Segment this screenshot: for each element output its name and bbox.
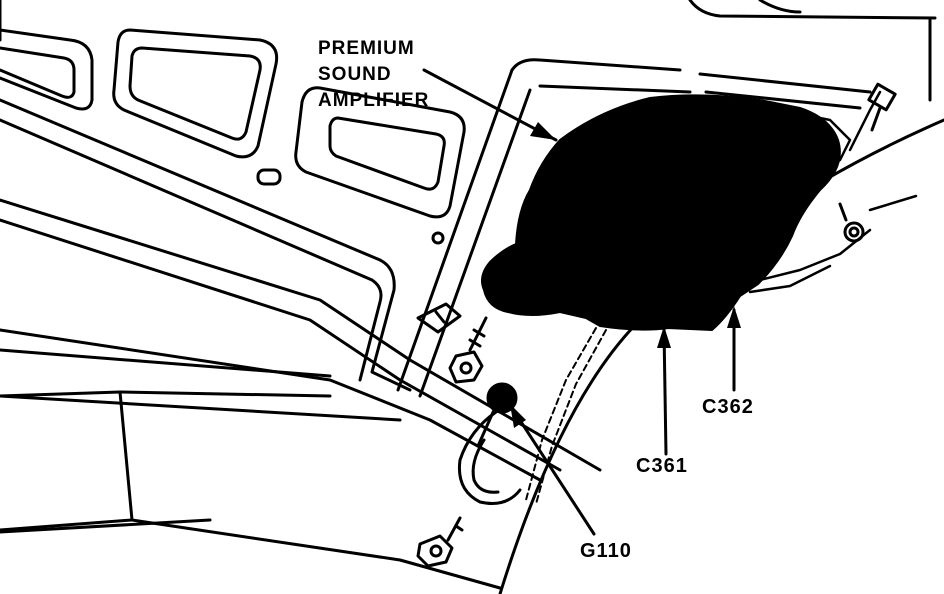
panel-recess-right [294,86,466,219]
panel-recess-left [0,28,94,111]
ground-eyelet-g110 [457,382,522,505]
arrow-heads [510,122,741,428]
connector-c362-label: C362 [702,396,754,418]
body-panel-outline [0,0,937,102]
leader-amplifier [422,68,558,142]
arrowhead-amplifier [530,122,556,140]
connector-c361-label: C361 [636,455,688,477]
panel-recess-middle [112,28,279,159]
amplifier-callout: PREMIUM SOUND AMPLIFIER [318,36,429,114]
mounting-panel [396,58,872,398]
arrowhead-g110 [510,404,526,428]
arrowhead-c361 [657,326,671,348]
ground-g110-label: G110 [580,540,632,562]
leader-lines [422,68,736,536]
arrowhead-c362 [727,306,741,328]
stud-upper-right [867,82,897,132]
leader-c361 [662,328,668,456]
amplifier-label-line1: PREMIUM [318,38,415,59]
slot-hole [256,168,282,186]
bolt-lower [416,516,464,568]
bolt-upper [448,316,488,384]
lower-bracket [0,390,502,590]
leader-g110 [510,406,596,536]
premium-sound-amplifier [481,94,841,331]
dashed-harness [525,327,607,505]
amplifier-label-line3: AMPLIFIER [318,90,430,111]
stud-right [838,202,865,243]
small-hole [431,231,445,245]
bracket-tab [416,302,462,334]
amplifier-label-line2: SOUND [318,64,392,85]
